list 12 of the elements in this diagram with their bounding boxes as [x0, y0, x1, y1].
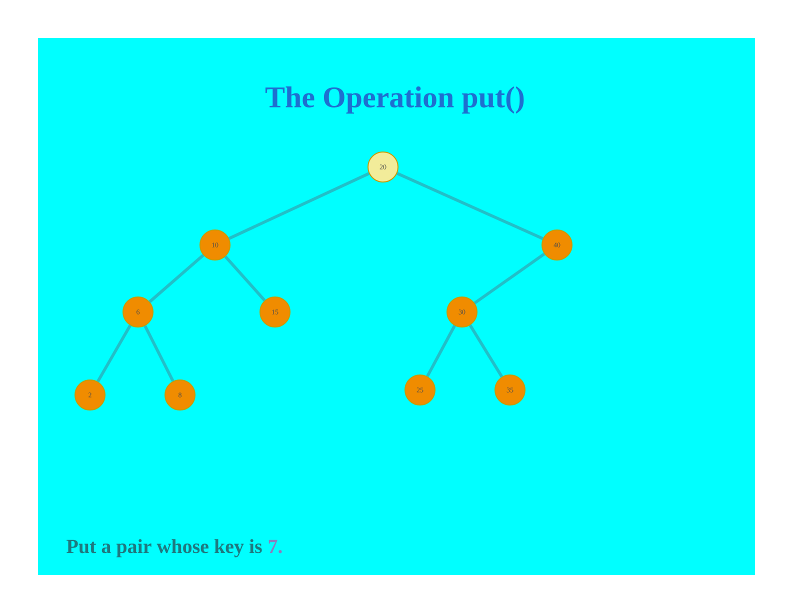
tree-edge	[148, 254, 204, 303]
prompt-text: Put a pair whose key is	[66, 539, 262, 558]
title: The Operation put()	[265, 86, 524, 114]
key-value: 7.	[268, 540, 282, 554]
tree-edge	[144, 325, 174, 382]
tree-edge	[228, 172, 370, 240]
tree-edge	[468, 324, 504, 378]
tree-edge	[224, 256, 266, 302]
tree-edge	[96, 324, 132, 382]
tree-edge	[396, 172, 544, 240]
tree-edge	[426, 324, 456, 378]
tree-edge	[474, 252, 546, 304]
